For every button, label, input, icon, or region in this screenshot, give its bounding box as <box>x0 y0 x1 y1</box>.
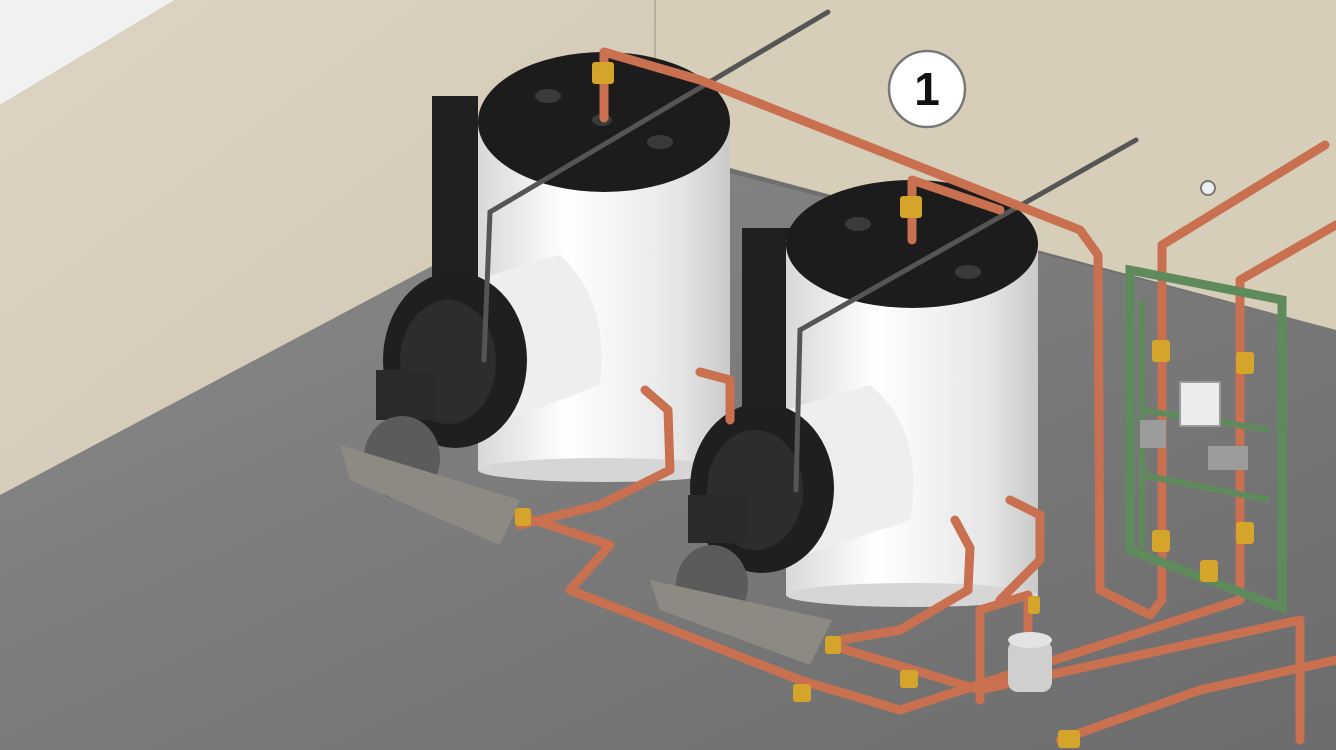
floor-return <box>1055 655 1336 745</box>
pump-2 <box>1208 446 1248 470</box>
boiler-1-skid <box>340 445 520 545</box>
callout-1: 1 <box>887 49 967 129</box>
pressure-gauge <box>1200 180 1216 196</box>
brass-valve <box>825 636 841 654</box>
brass-valve <box>793 684 811 702</box>
boiler-2-side-outlet <box>835 515 975 645</box>
return-line-2 <box>825 615 1305 745</box>
boiler-2-tank-bottom <box>786 583 1038 607</box>
boiler-1-port <box>535 89 561 103</box>
controller-box <box>1179 381 1221 427</box>
ceiling <box>0 0 175 105</box>
brass-valve <box>900 670 918 688</box>
callout-label: 1 <box>914 63 940 115</box>
boiler-2-burner-head <box>688 495 750 543</box>
panel-frame <box>1125 264 1287 615</box>
boiler-2-port <box>955 265 981 279</box>
vent-pipe-1 <box>481 9 831 363</box>
brass-valve <box>1058 730 1080 748</box>
boiler-2-skid <box>650 580 832 665</box>
boiler-1-side-outlet <box>515 385 675 530</box>
expansion-tank-line <box>975 590 1033 705</box>
boiler-2-side-outlet-2 <box>995 495 1045 605</box>
brass-valve <box>1028 596 1040 614</box>
boiler-1-burner-head <box>376 370 438 420</box>
boiler-2-supply <box>907 175 1005 245</box>
boiler-2-port <box>845 217 871 231</box>
pump-panel <box>1125 180 1287 615</box>
boiler-1-side-outlet-2 <box>695 367 735 425</box>
brass-valve <box>515 508 531 526</box>
brass-fittings <box>515 62 1080 748</box>
expansion-tank <box>1008 632 1052 692</box>
pump-1 <box>1140 420 1166 448</box>
boiler-2-control-box <box>742 228 790 410</box>
brass-valve <box>592 62 614 84</box>
brass-valve <box>900 196 922 218</box>
boiler-1-control-box <box>432 96 478 286</box>
boiler-1-port <box>647 135 673 149</box>
return-line-1 <box>513 220 1336 715</box>
numbered-callout-icon <box>887 49 967 129</box>
